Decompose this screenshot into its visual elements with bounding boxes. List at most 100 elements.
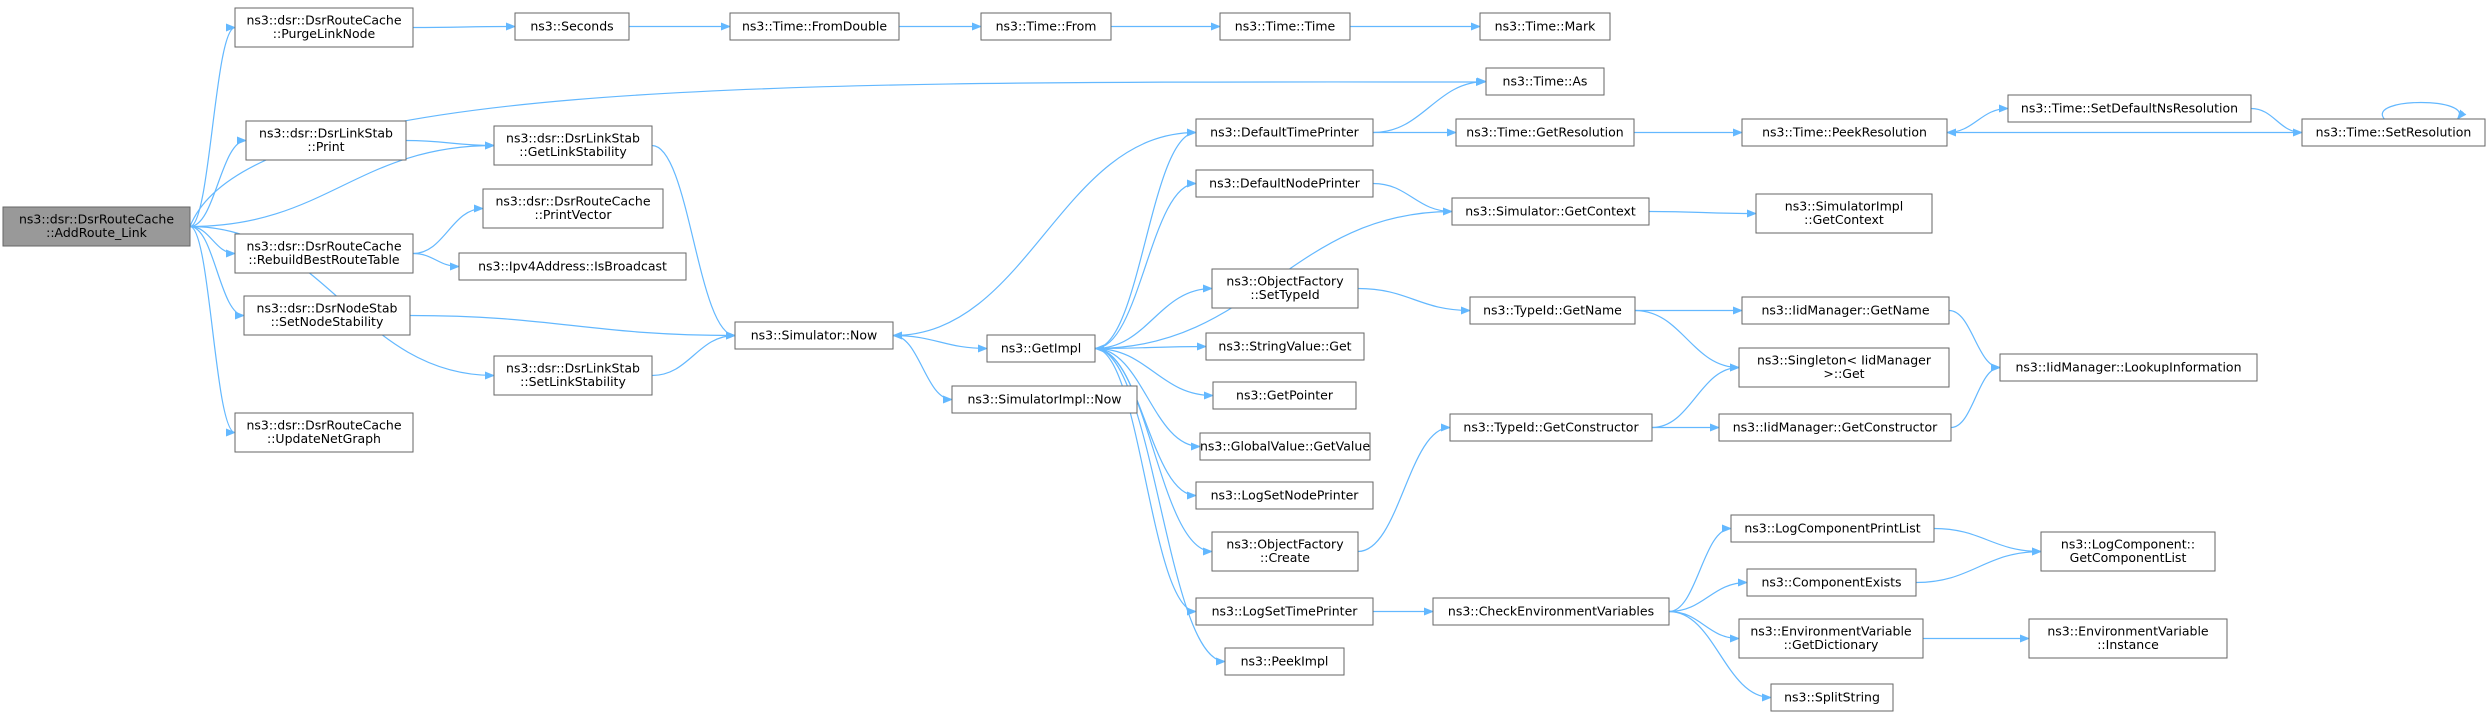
edge-rebuildbest-to-isbroadcast (412, 252, 460, 271)
node-label-line: ns3::ObjectFactory (1226, 537, 1344, 552)
edge-typeid_getname-to-singleton_get (1634, 309, 1740, 372)
node-globalvalue_getvalue[interactable]: ns3::GlobalValue::GetValue (1199, 432, 1371, 461)
node-stringvalue_get[interactable]: ns3::StringValue::Get (1205, 332, 1365, 361)
node-setlinkstab[interactable]: ns3::dsr::DsrLinkStab::SetLinkStability (493, 355, 653, 396)
node-fromdouble[interactable]: ns3::Time::FromDouble (729, 12, 900, 41)
node-envvar_getdict[interactable]: ns3::EnvironmentVariable::GetDictionary (1738, 618, 1924, 659)
node-box (734, 321, 894, 350)
edge-iid_getctor-to-iid_lookupinfo (1950, 363, 2001, 429)
node-time_as[interactable]: ns3::Time::As (1485, 67, 1605, 96)
node-label-line: ns3::Simulator::Now (751, 327, 878, 342)
node-label-line: ns3::Simulator::GetContext (1465, 203, 1636, 218)
node-typeid_getname[interactable]: ns3::TypeId::GetName (1469, 296, 1636, 325)
node-time_mark[interactable]: ns3::Time::Mark (1479, 12, 1611, 41)
node-getpointer[interactable]: ns3::GetPointer (1212, 381, 1357, 410)
node-label-line: ns3::PeekImpl (1241, 653, 1329, 668)
node-label-line: ns3::Ipv4Address::IsBroadcast (478, 258, 667, 273)
node-box (1195, 169, 1374, 198)
edge-getimpl-to-globalvalue_getvalue (1094, 347, 1201, 451)
node-box (1770, 683, 1894, 712)
node-sim_now[interactable]: ns3::Simulator::Now (734, 321, 894, 350)
node-iid_lookupinfo[interactable]: ns3::IidManager::LookupInformation (1999, 353, 2258, 382)
node-printvector[interactable]: ns3::dsr::DsrRouteCache::PrintVector (482, 188, 664, 229)
node-box (986, 334, 1096, 363)
edge-purgelinknode-to-seconds (412, 22, 516, 31)
edge-getimpl-to-getpointer (1094, 347, 1214, 400)
node-label-line: ns3::TypeId::GetConstructor (1463, 419, 1639, 434)
edge-of_settypeid-to-typeid_getname (1357, 287, 1471, 315)
node-time_setres[interactable]: ns3::Time::SetResolution (2301, 118, 2486, 147)
edge-addroute-to-getlinkstab (189, 141, 495, 228)
node-time_getres[interactable]: ns3::Time::GetResolution (1455, 118, 1635, 147)
node-defaulttimeprinter[interactable]: ns3::DefaultTimePrinter (1195, 118, 1374, 147)
node-sim_getcontext[interactable]: ns3::Simulator::GetContext (1451, 197, 1650, 226)
node-label-line: ns3::dsr::DsrNodeStab (257, 301, 398, 316)
node-time_peekres[interactable]: ns3::Time::PeekResolution (1741, 118, 1948, 147)
node-peekimpl[interactable]: ns3::PeekImpl (1224, 647, 1345, 676)
node-of_settypeid[interactable]: ns3::ObjectFactory::SetTypeId (1211, 268, 1359, 309)
node-envvar_instance[interactable]: ns3::EnvironmentVariable::Instance (2028, 618, 2228, 659)
node-label-line: ns3::ObjectFactory (1226, 274, 1344, 289)
node-label-line: ns3::Time::As (1503, 73, 1588, 88)
node-box (1741, 296, 1950, 325)
node-seconds[interactable]: ns3::Seconds (514, 12, 630, 41)
edge-checkenv-to-componentexists (1668, 578, 1748, 613)
node-iid_getname[interactable]: ns3::IidManager::GetName (1741, 296, 1950, 325)
node-box (1741, 118, 1948, 147)
node-label-line: ns3::LogComponentPrintList (1744, 520, 1920, 535)
node-label-line: ns3::SimulatorImpl::Now (967, 391, 1121, 406)
node-logcomp_getlist[interactable]: ns3::LogComponent::GetComponentList (2040, 531, 2216, 572)
edge-checkenv-to-logcompprintlist (1668, 524, 1732, 613)
edge-defaulttimeprinter-to-sim_now (892, 131, 1197, 340)
node-setnodestab[interactable]: ns3::dsr::DsrNodeStab::SetNodeStability (243, 295, 411, 336)
edge-time_setres-self-loop (2381, 101, 2467, 120)
node-simimpl_now[interactable]: ns3::SimulatorImpl::Now (951, 385, 1138, 414)
node-getlinkstab[interactable]: ns3::dsr::DsrLinkStab::GetLinkStability (493, 125, 653, 166)
node-splitstring[interactable]: ns3::SplitString (1770, 683, 1894, 712)
node-logcompprintlist[interactable]: ns3::LogComponentPrintList (1730, 514, 1935, 543)
node-box (1455, 118, 1635, 147)
node-label-line: ns3::IidManager::GetConstructor (1733, 419, 1938, 434)
node-logsetnodeprinter[interactable]: ns3::LogSetNodePrinter (1195, 481, 1374, 510)
node-label-line: ns3::LogComponent:: (2061, 537, 2195, 552)
node-time_time[interactable]: ns3::Time::Time (1219, 12, 1351, 41)
node-label-line: >::Get (1823, 366, 1864, 381)
node-label-line: ns3::Time::Mark (1495, 18, 1596, 33)
node-purgelinknode[interactable]: ns3::dsr::DsrRouteCache::PurgeLinkNode (234, 7, 414, 48)
node-defaultnodeprinter[interactable]: ns3::DefaultNodePrinter (1195, 169, 1374, 198)
node-updatenetgraph[interactable]: ns3::dsr::DsrRouteCache::UpdateNetGraph (234, 412, 414, 453)
node-box (1211, 531, 1359, 572)
node-isbroadcast[interactable]: ns3::Ipv4Address::IsBroadcast (458, 252, 687, 281)
node-rebuildbest[interactable]: ns3::dsr::DsrRouteCache::RebuildBestRout… (234, 233, 414, 274)
node-linkstab_print[interactable]: ns3::dsr::DsrLinkStab::Print (245, 120, 407, 161)
node-box (482, 188, 664, 229)
node-time_from[interactable]: ns3::Time::From (980, 12, 1112, 41)
edge-setnodestab-to-sim_now (409, 314, 736, 340)
node-of_create[interactable]: ns3::ObjectFactory::Create (1211, 531, 1359, 572)
node-getimpl[interactable]: ns3::GetImpl (986, 334, 1096, 363)
edge-addroute-to-time_as (189, 77, 1486, 227)
node-simimpl_getcontext[interactable]: ns3::SimulatorImpl::GetContext (1755, 193, 1933, 234)
node-label-line: ns3::Time::SetResolution (2316, 124, 2472, 139)
node-singleton_get[interactable]: ns3::Singleton< IidManager>::Get (1738, 347, 1950, 388)
node-label-line: ::Create (1260, 550, 1310, 565)
node-label-line: ns3::DefaultTimePrinter (1210, 124, 1360, 139)
node-box (1449, 413, 1653, 442)
edge-addroute-to-updatenetgraph (189, 225, 236, 437)
node-box (1195, 481, 1374, 510)
node-componentexists[interactable]: ns3::ComponentExists (1746, 568, 1917, 597)
node-addroute[interactable]: ns3::dsr::DsrRouteCache::AddRoute_Link (2, 206, 191, 247)
node-typeid_getctor[interactable]: ns3::TypeId::GetConstructor (1449, 413, 1653, 442)
node-box (243, 295, 411, 336)
node-label-line: ns3::ComponentExists (1761, 574, 1901, 589)
node-label-line: ::Print (307, 139, 344, 154)
node-setdefaultnsres[interactable]: ns3::Time::SetDefaultNsResolution (2007, 94, 2252, 123)
edge-checkenv-to-envvar_getdict (1668, 610, 1740, 643)
node-logsettimeprinter[interactable]: ns3::LogSetTimePrinter (1195, 597, 1374, 626)
node-iid_getctor[interactable]: ns3::IidManager::GetConstructor (1718, 413, 1952, 442)
node-box (493, 125, 653, 166)
node-checkenv[interactable]: ns3::CheckEnvironmentVariables (1432, 597, 1670, 626)
edge-rebuildbest-to-printvector (412, 204, 484, 255)
edge-linkstab_print-to-getlinkstab (405, 139, 495, 150)
